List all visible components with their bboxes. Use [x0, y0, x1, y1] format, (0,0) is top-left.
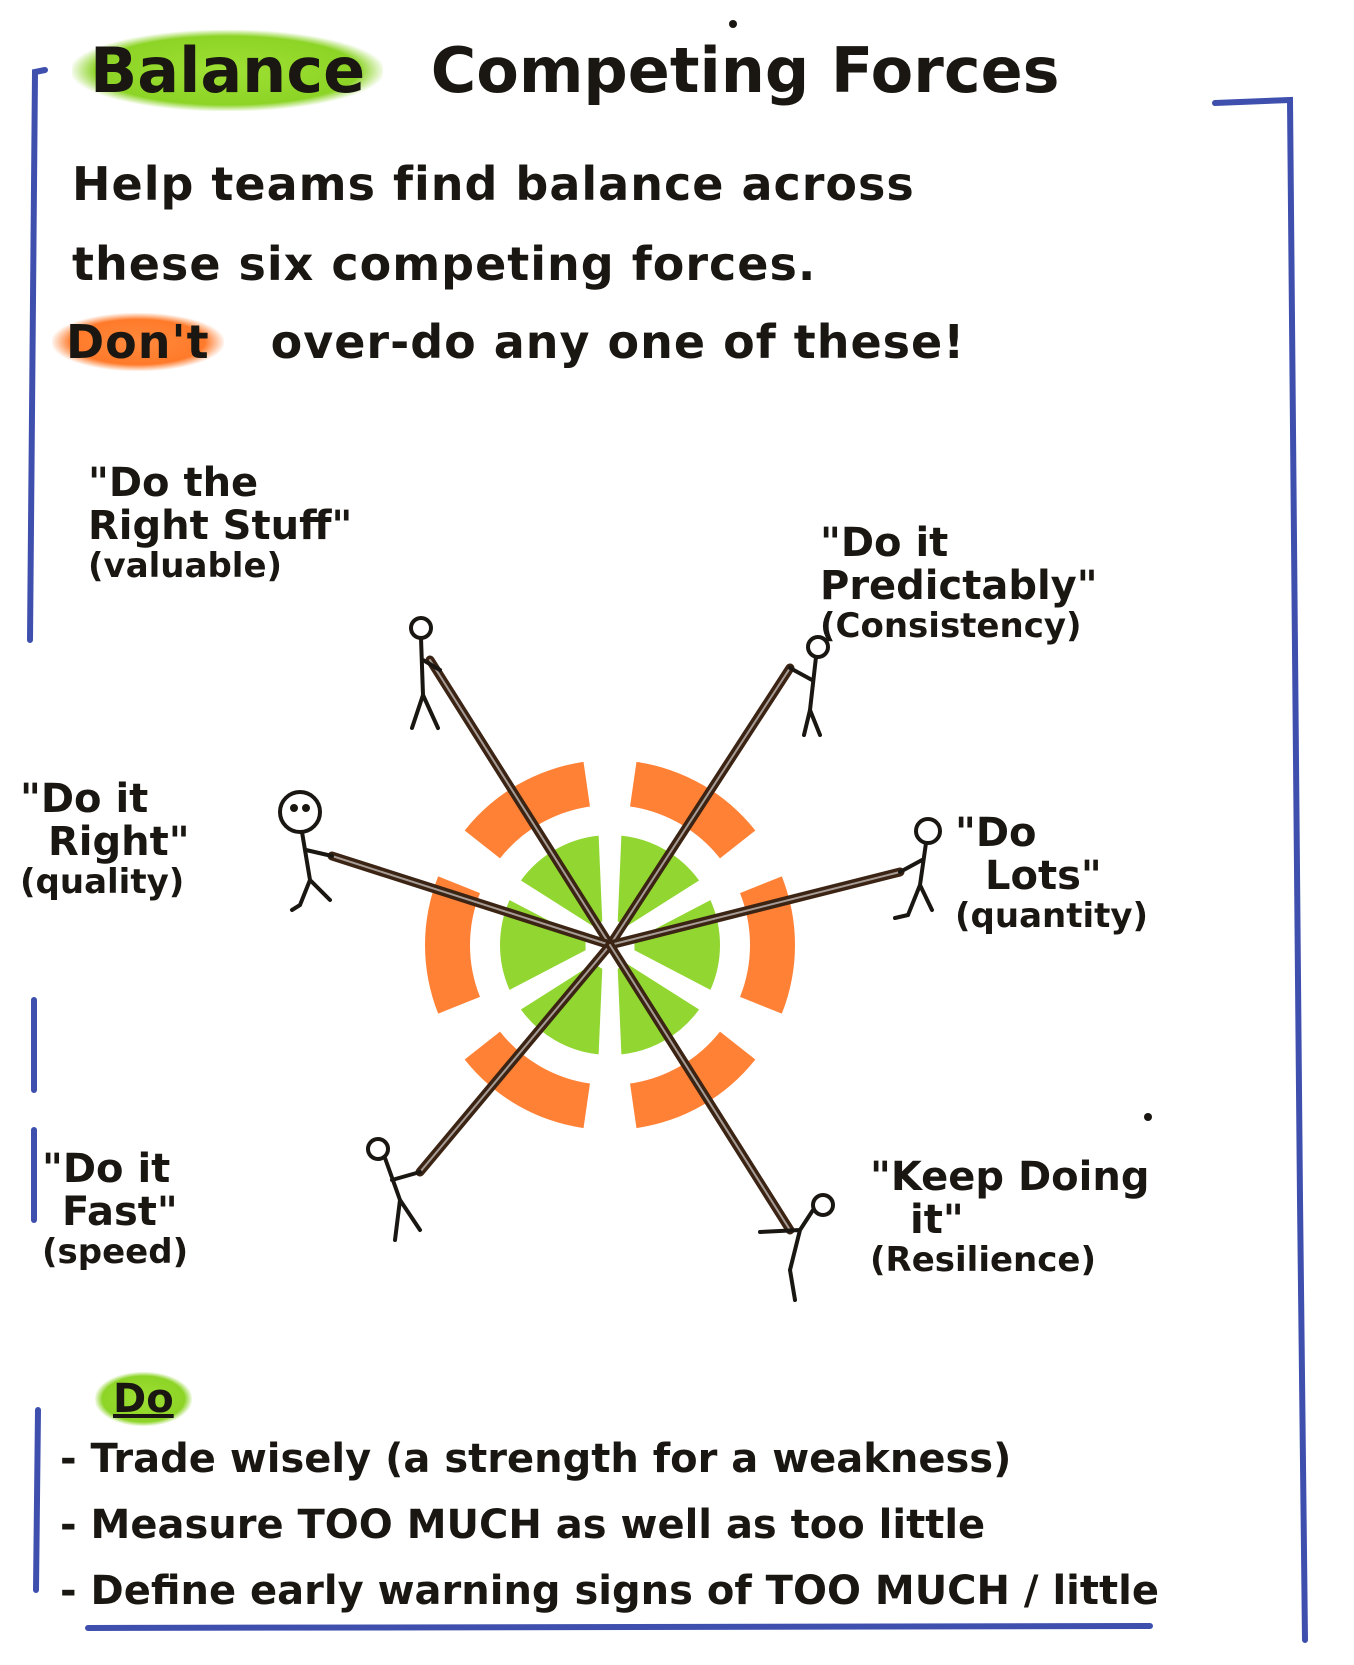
force-speed-line2: Fast"	[62, 1189, 178, 1236]
title-highlight: Balance	[72, 30, 384, 111]
intro-line-3: Don't over-do any one of these!	[52, 313, 966, 371]
stick-figures	[278, 616, 942, 1302]
force-valuable-line2: Right Stuff"	[88, 503, 353, 550]
force-quantity-sub: (quantity)	[955, 896, 1149, 937]
page-border	[27, 67, 1308, 1643]
figure-resilience	[758, 1193, 835, 1302]
ropes	[327, 655, 905, 1235]
figure-consistency	[788, 635, 830, 737]
title-rest: Competing Forces	[430, 34, 1060, 107]
rope-highlight	[419, 944, 611, 1173]
figure-speed	[366, 1137, 422, 1242]
ink-dots	[729, 20, 1152, 1121]
force-quantity-line1: "Do	[955, 810, 1037, 856]
force-consistency-sub: (Consistency)	[820, 606, 1082, 647]
burst-orange-band	[425, 876, 480, 1014]
figure-quality	[278, 790, 334, 912]
force-resilience-sub: (Resilience)	[870, 1240, 1096, 1281]
force-resilience-line1: "Keep Doing	[870, 1154, 1150, 1200]
rope-highlight	[609, 667, 791, 946]
force-valuable-sub: (valuable)	[88, 546, 283, 587]
force-resilience-line2: it"	[910, 1197, 964, 1244]
force-consistency-line1: "Do it	[820, 520, 949, 566]
burst-orange-band	[464, 1031, 590, 1129]
do-item-3: - Define early warning signs of TOO MUCH…	[60, 1568, 1159, 1614]
force-quantity-line2: Lots"	[985, 853, 1102, 900]
figure-quantity	[893, 817, 942, 920]
do-heading: Do	[95, 1372, 192, 1426]
force-quantity: "Do Lots" (quantity)	[955, 810, 1149, 937]
figure-valuable	[409, 616, 442, 730]
force-speed: "Do it Fast" (speed)	[42, 1146, 189, 1273]
do-item-1: - Trade wisely (a strength for a weaknes…	[60, 1436, 1012, 1482]
intro-line-2: these six competing forces.	[72, 237, 817, 291]
intro-line-3-rest: over-do any one of these!	[270, 315, 966, 369]
force-speed-line1: "Do it	[42, 1146, 171, 1192]
force-valuable: "Do the Right Stuff" (valuable)	[88, 460, 353, 587]
do-heading-label: Do	[95, 1372, 192, 1426]
do-item-2: - Measure TOO MUCH as well as too little	[60, 1502, 986, 1548]
rope-highlight	[331, 855, 611, 946]
rope-highlight	[609, 944, 791, 1231]
burst-green-wedge	[634, 900, 720, 990]
intro-line-1: Help teams find balance across	[72, 157, 915, 211]
force-valuable-line1: "Do the	[88, 460, 259, 506]
force-quality-line1: "Do it	[20, 776, 149, 822]
dont-highlight: Don't	[52, 313, 224, 371]
force-speed-sub: (speed)	[42, 1232, 189, 1273]
burst-green-wedge	[499, 900, 586, 990]
force-quality-line2: Right"	[48, 819, 190, 866]
title: Balance Competing Forces	[72, 30, 1060, 111]
force-quality-sub: (quality)	[20, 862, 185, 903]
force-quality: "Do it Right" (quality)	[20, 776, 190, 903]
force-consistency-line2: Predictably"	[820, 563, 1098, 610]
rope-highlight	[609, 871, 901, 946]
rope-highlight	[429, 659, 611, 946]
force-resilience: "Keep Doing it" (Resilience)	[870, 1154, 1150, 1281]
force-consistency: "Do it Predictably" (Consistency)	[820, 520, 1098, 647]
